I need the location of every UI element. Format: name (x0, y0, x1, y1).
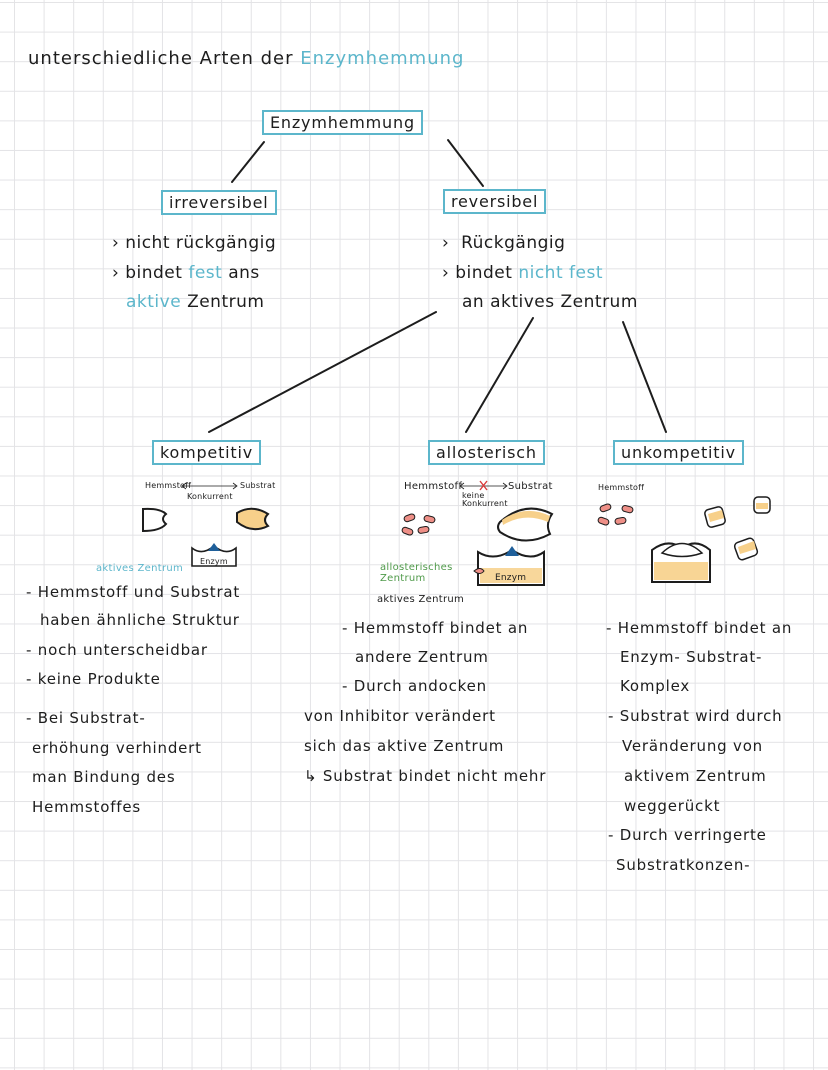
allosterisch-note-6: ↳ Substrat bindet nicht mehr (304, 767, 547, 785)
allosterisch-active-site (505, 546, 519, 556)
heading-highlight: Enzymhemmung (300, 48, 465, 69)
allosterisch-substrat-label: Substrat (508, 481, 553, 492)
unkompetitiv-note-2: Enzym- Substrat- (620, 648, 763, 666)
kompetitiv-note-6: erhöhung verhindert (32, 739, 202, 757)
root-box-enzymhemmung: Enzymhemmung (262, 110, 423, 135)
unkompetitiv-hemmstoff-label: Hemmstoff (598, 483, 645, 492)
kompetitiv-konkurrent-label: Konkurrent (187, 492, 233, 501)
box-irreversibel: irreversibel (161, 190, 277, 215)
allosterisch-note-2: andere Zentrum (355, 648, 489, 666)
unkompetitiv-note-9: Substratkonzen- (616, 856, 751, 874)
box-unkompetitiv: unkompetitiv (613, 440, 744, 465)
unkompetitiv-inhibitors (597, 503, 634, 526)
line-reversibel-allosterisch (465, 317, 534, 433)
box-kompetitiv: kompetitiv (152, 440, 261, 465)
kompetitiv-note-8: Hemmstoffes (32, 798, 142, 816)
unkompetitiv-note-7: weggerückt (624, 797, 721, 815)
reversibel-line-3: an aktives Zentrum (462, 292, 638, 312)
heading-prefix: unterschiedliche Arten der (28, 48, 294, 69)
allosterisch-note-4: von Inhibitor verändert (304, 707, 496, 725)
kompetitiv-note-5: - Bei Substrat- (26, 709, 146, 727)
kompetitiv-enzym-label: Enzym (200, 557, 228, 566)
allosterisch-allosterisches-zentrum-label: allosterisches Zentrum (380, 562, 453, 584)
kompetitiv-note-7: man Bindung des (32, 768, 176, 786)
unkompetitiv-note-5: Veränderung von (622, 737, 763, 755)
allosterisch-keine-konkurrent-label: keine Konkurrent (462, 491, 508, 508)
allosterisch-note-1: - Hemmstoff bindet an (342, 619, 529, 637)
kompetitiv-active-site (208, 543, 220, 551)
unkompetitiv-small-complexes (704, 496, 771, 561)
line-reversibel-unkompetitiv (622, 321, 667, 433)
kompetitiv-aktives-zentrum-label: aktives Zentrum (96, 563, 184, 574)
kompetitiv-hemmstoff-label: Hemmstoff (145, 481, 192, 490)
irreversibel-line-3: aktive Zentrum (126, 292, 265, 312)
allosterisch-allosteric-site (473, 568, 485, 574)
line-root-irreversibel (231, 141, 265, 183)
unkompetitiv-note-8: - Durch verringerte (608, 826, 767, 844)
line-root-reversibel (447, 139, 484, 187)
unkompetitiv-note-3: Komplex (620, 677, 691, 695)
allosterisch-note-3: - Durch andocken (342, 677, 487, 695)
kompetitiv-note-3: - noch unterscheidbar (26, 641, 208, 659)
page-heading: unterschiedliche Arten der Enzymhemmung (28, 48, 464, 69)
box-allosterisch: allosterisch (428, 440, 545, 465)
irreversibel-line-1: › nicht rückgängig (112, 233, 277, 253)
irreversibel-line-2: › bindet fest ans (112, 263, 260, 283)
kompetitiv-inhibitor-shape (142, 507, 168, 533)
unkompetitiv-note-1: - Hemmstoff bindet an (606, 619, 793, 637)
reversibel-line-2: › bindet nicht fest (442, 263, 603, 283)
allosterisch-cross (479, 480, 488, 491)
line-reversibel-kompetitiv (208, 311, 437, 433)
kompetitiv-substrate-shape (236, 507, 270, 531)
reversibel-line-1: › Rückgängig (442, 233, 566, 253)
unkompetitiv-note-6: aktivem Zentrum (624, 767, 767, 785)
unkompetitiv-note-4: - Substrat wird durch (608, 707, 783, 725)
kompetitiv-substrat-label: Substrat (240, 481, 276, 490)
allosterisch-note-5: sich das aktive Zentrum (304, 737, 505, 755)
kompetitiv-note-1: - Hemmstoff und Substrat (26, 583, 241, 601)
allosterisch-inhibitors (401, 513, 436, 536)
kompetitiv-note-4: - keine Produkte (26, 670, 161, 688)
allosterisch-enzym-label: Enzym (495, 573, 527, 583)
allosterisch-aktives-zentrum-label: aktives Zentrum (377, 594, 465, 605)
box-reversibel: reversibel (443, 189, 547, 214)
kompetitiv-note-2: haben ähnliche Struktur (40, 611, 240, 629)
allosterisch-hemmstoff-label: Hemmstoff (404, 481, 463, 492)
